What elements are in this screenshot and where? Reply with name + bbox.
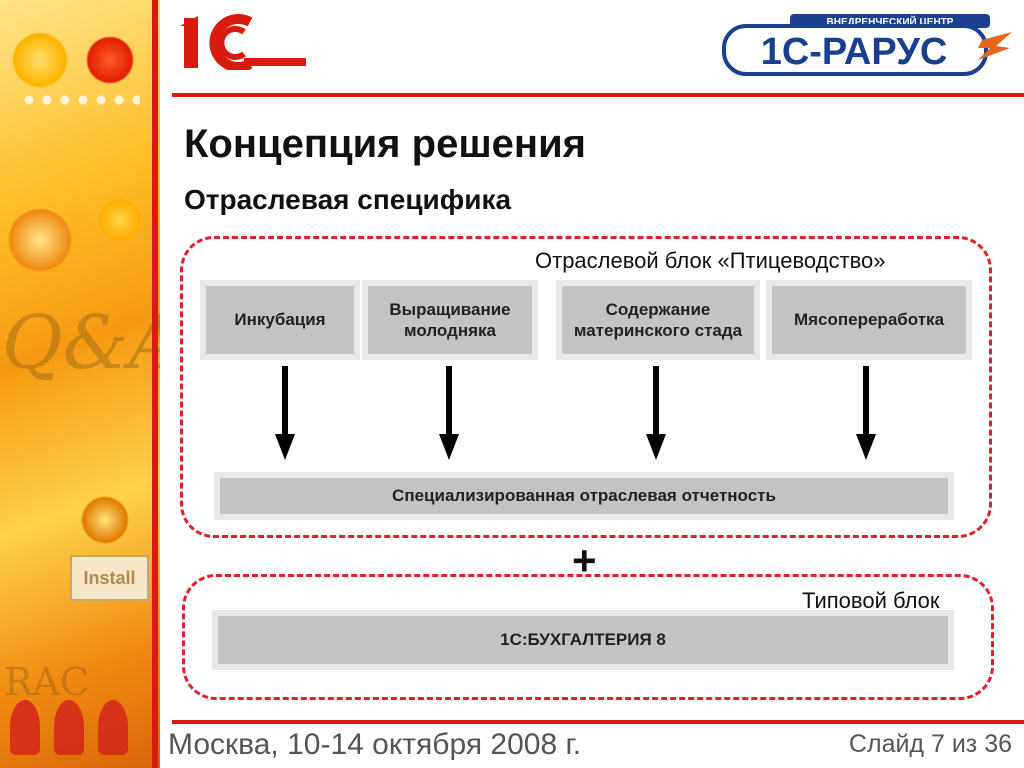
stage-label: Выращивание молодняка	[368, 286, 532, 354]
side-divider	[152, 0, 158, 768]
stage-box-incubation: Инкубация	[200, 280, 360, 360]
header-rule	[172, 93, 1024, 97]
decor-dots	[20, 95, 140, 105]
down-arrow-icon	[856, 366, 876, 460]
reporting-label: Специализированная отраслевая отчетность	[220, 478, 948, 514]
logo-1c-text: 1С	[180, 12, 182, 13]
watermark-qa: Q&A	[2, 300, 160, 386]
industry-block-label: Отраслевой блок «Птицеводство»	[535, 248, 886, 273]
accounting-product-label: 1С:БУХГАЛТЕРИЯ 8	[218, 616, 948, 664]
stage-label: Содержание материнского стада	[562, 286, 754, 354]
decorative-side-strip: Q&A Install RAC	[0, 0, 160, 768]
footer-location-date: Москва, 10-14 октября 2008 г.	[168, 728, 582, 761]
standard-block-frame	[182, 574, 994, 700]
stage-label: Инкубация	[206, 286, 354, 354]
down-arrow-icon	[439, 366, 459, 460]
standard-block-label: Типовой блок	[802, 588, 940, 613]
reporting-bar: Специализированная отраслевая отчетность	[214, 472, 954, 520]
page-title: Концепция решения	[184, 122, 586, 166]
down-arrow-icon	[275, 366, 295, 460]
accounting-product-bar: 1С:БУХГАЛТЕРИЯ 8	[212, 610, 954, 670]
stage-box-parent-flock: Содержание материнского стада	[556, 280, 760, 360]
stage-box-meat-processing: Мясопереработка	[766, 280, 972, 360]
figure-icon	[54, 700, 84, 755]
stage-box-rearing: Выращивание молодняка	[362, 280, 538, 360]
footer-rule	[172, 720, 1024, 724]
watermark-rac: RAC	[4, 660, 90, 704]
install-badge: Install	[70, 555, 149, 601]
industry-block-frame	[180, 236, 992, 538]
logo-1c: 1С	[180, 12, 306, 70]
page-subtitle: Отраслевая специфика	[184, 184, 512, 215]
logo-1c-rarus: ВНЕДРЕНЧЕСКИЙ ЦЕНТР 1С-РАРУС	[722, 14, 1012, 76]
down-arrow-icon	[646, 366, 666, 460]
logo-rarus-text: 1С-РАРУС	[761, 31, 948, 73]
slide-counter: Слайд 7 из 36	[848, 730, 1012, 758]
lightning-icon	[978, 32, 1012, 60]
decor-figures	[10, 700, 150, 760]
figure-icon	[10, 700, 40, 755]
figure-icon	[98, 700, 128, 755]
stage-label: Мясопереработка	[772, 286, 966, 354]
